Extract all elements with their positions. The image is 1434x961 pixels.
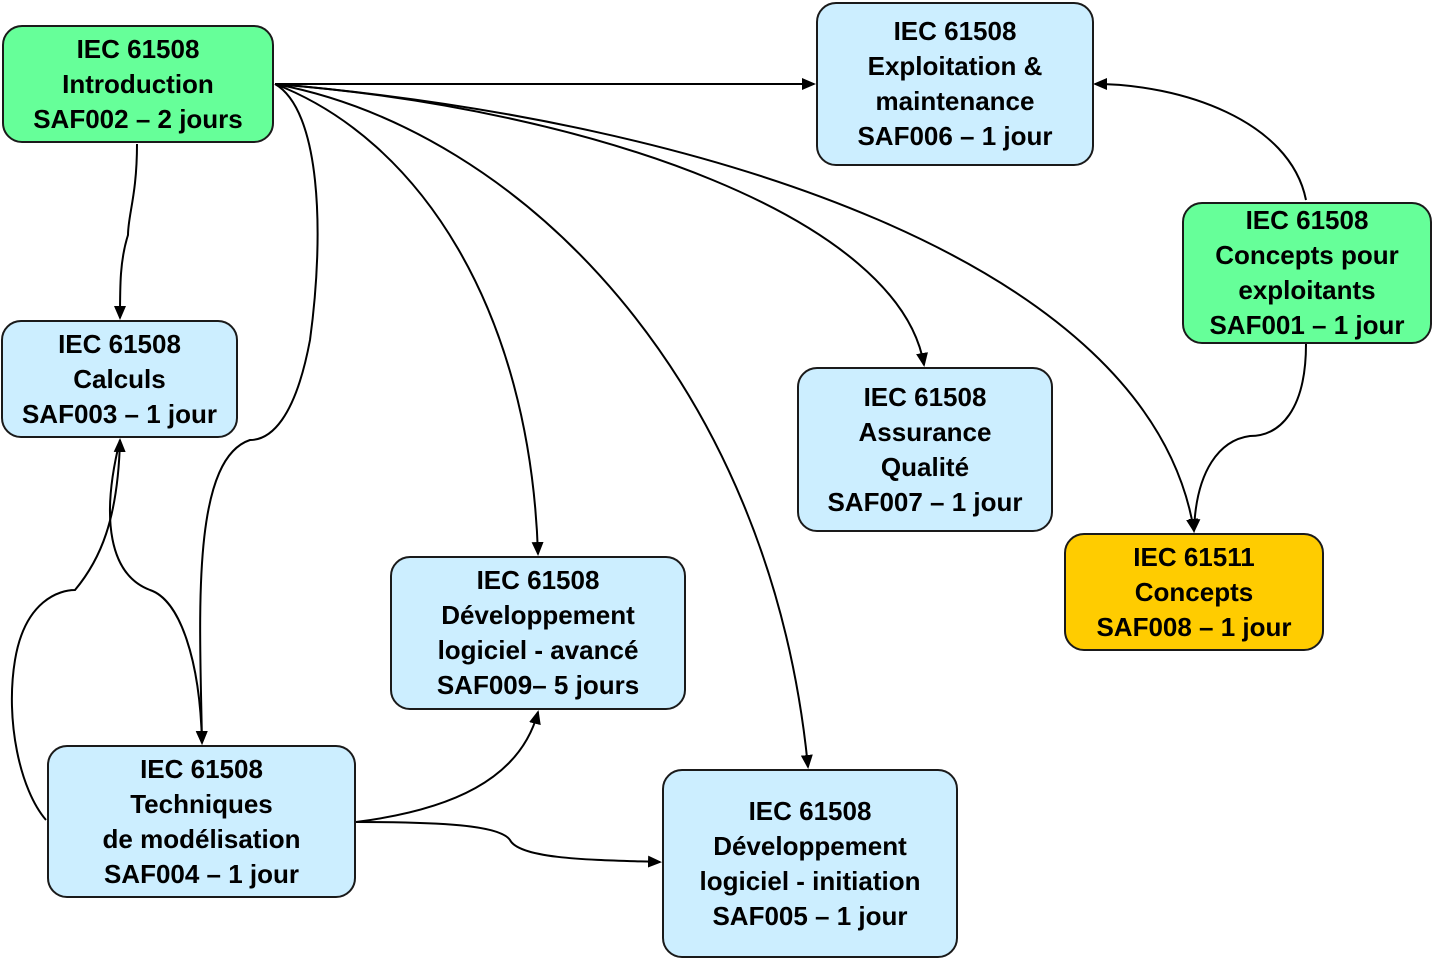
node-text-line: SAF004 – 1 jour [103,858,300,889]
arrow-saf004-to-saf009 [355,710,541,823]
node-text-line: de modélisation [102,823,301,854]
arrow-saf001-to-saf006 [1093,78,1307,201]
node-text-line: SAF001 – 1 jour [1209,310,1405,340]
node-text-line: SAF005 – 1 jour [712,900,908,931]
node-text-line: SAF006 – 1 jour [857,121,1053,151]
node-text-line: Exploitation & [867,51,1043,81]
node-text-line: Introduction [62,68,214,99]
arrow-saf004-to-saf003 [10,438,126,821]
arrow-saf004-to-saf005 [355,821,662,868]
node-text-line: IEC 61511 [1133,541,1255,572]
node-text-line: exploitants [1238,275,1376,305]
arrow-saf002-to-saf005 [274,83,813,769]
node-text-line: IEC 61508 [1245,205,1369,235]
node-text-line: IEC 61508 [76,33,200,64]
arrow-saf001-to-saf008 [1188,343,1307,533]
arrow-saf002-to-saf007 [274,83,928,367]
node-text-line: IEC 61508 [863,381,987,412]
node-text-line: logiciel - avancé [437,635,639,665]
node-text-line: logiciel - initiation [699,865,921,896]
node-text-line: SAF003 – 1 jour [21,398,218,429]
node-text-line: IEC 61508 [58,328,181,359]
node-text-line: SAF009– 5 jours [436,670,640,700]
node-text-line: maintenance [875,86,1035,116]
node-text-line: Calculs [73,363,166,394]
node-text-line: Développement [713,830,907,861]
node-text-line: IEC 61508 [748,795,872,826]
node-text-line: Développement [441,600,635,630]
arrow-saf002-to-saf008 [274,83,1198,533]
node-text-line: SAF008 – 1 jour [1096,611,1292,642]
arrow-saf002-to-saf003 [114,143,138,320]
node-text-line: IEC 61508 [140,753,263,784]
node-text-line: SAF002 – 2 jours [33,103,243,134]
arrow-saf002-to-saf009 [274,83,544,556]
node-text-line: Qualité [880,451,970,482]
node-text-line: Concepts [1134,576,1254,607]
arrow-saf002-to-saf004 [195,83,319,745]
node-text-line: Assurance [858,416,992,447]
node-text-line: IEC 61508 [476,565,600,595]
arrow-saf003-to-saf004 [109,439,208,745]
node-text-line: IEC 61508 [893,16,1017,46]
node-text-line: Concepts pour [1215,240,1399,270]
node-text-line: Techniques [130,788,273,819]
node-text-line: SAF007 – 1 jour [827,486,1023,517]
